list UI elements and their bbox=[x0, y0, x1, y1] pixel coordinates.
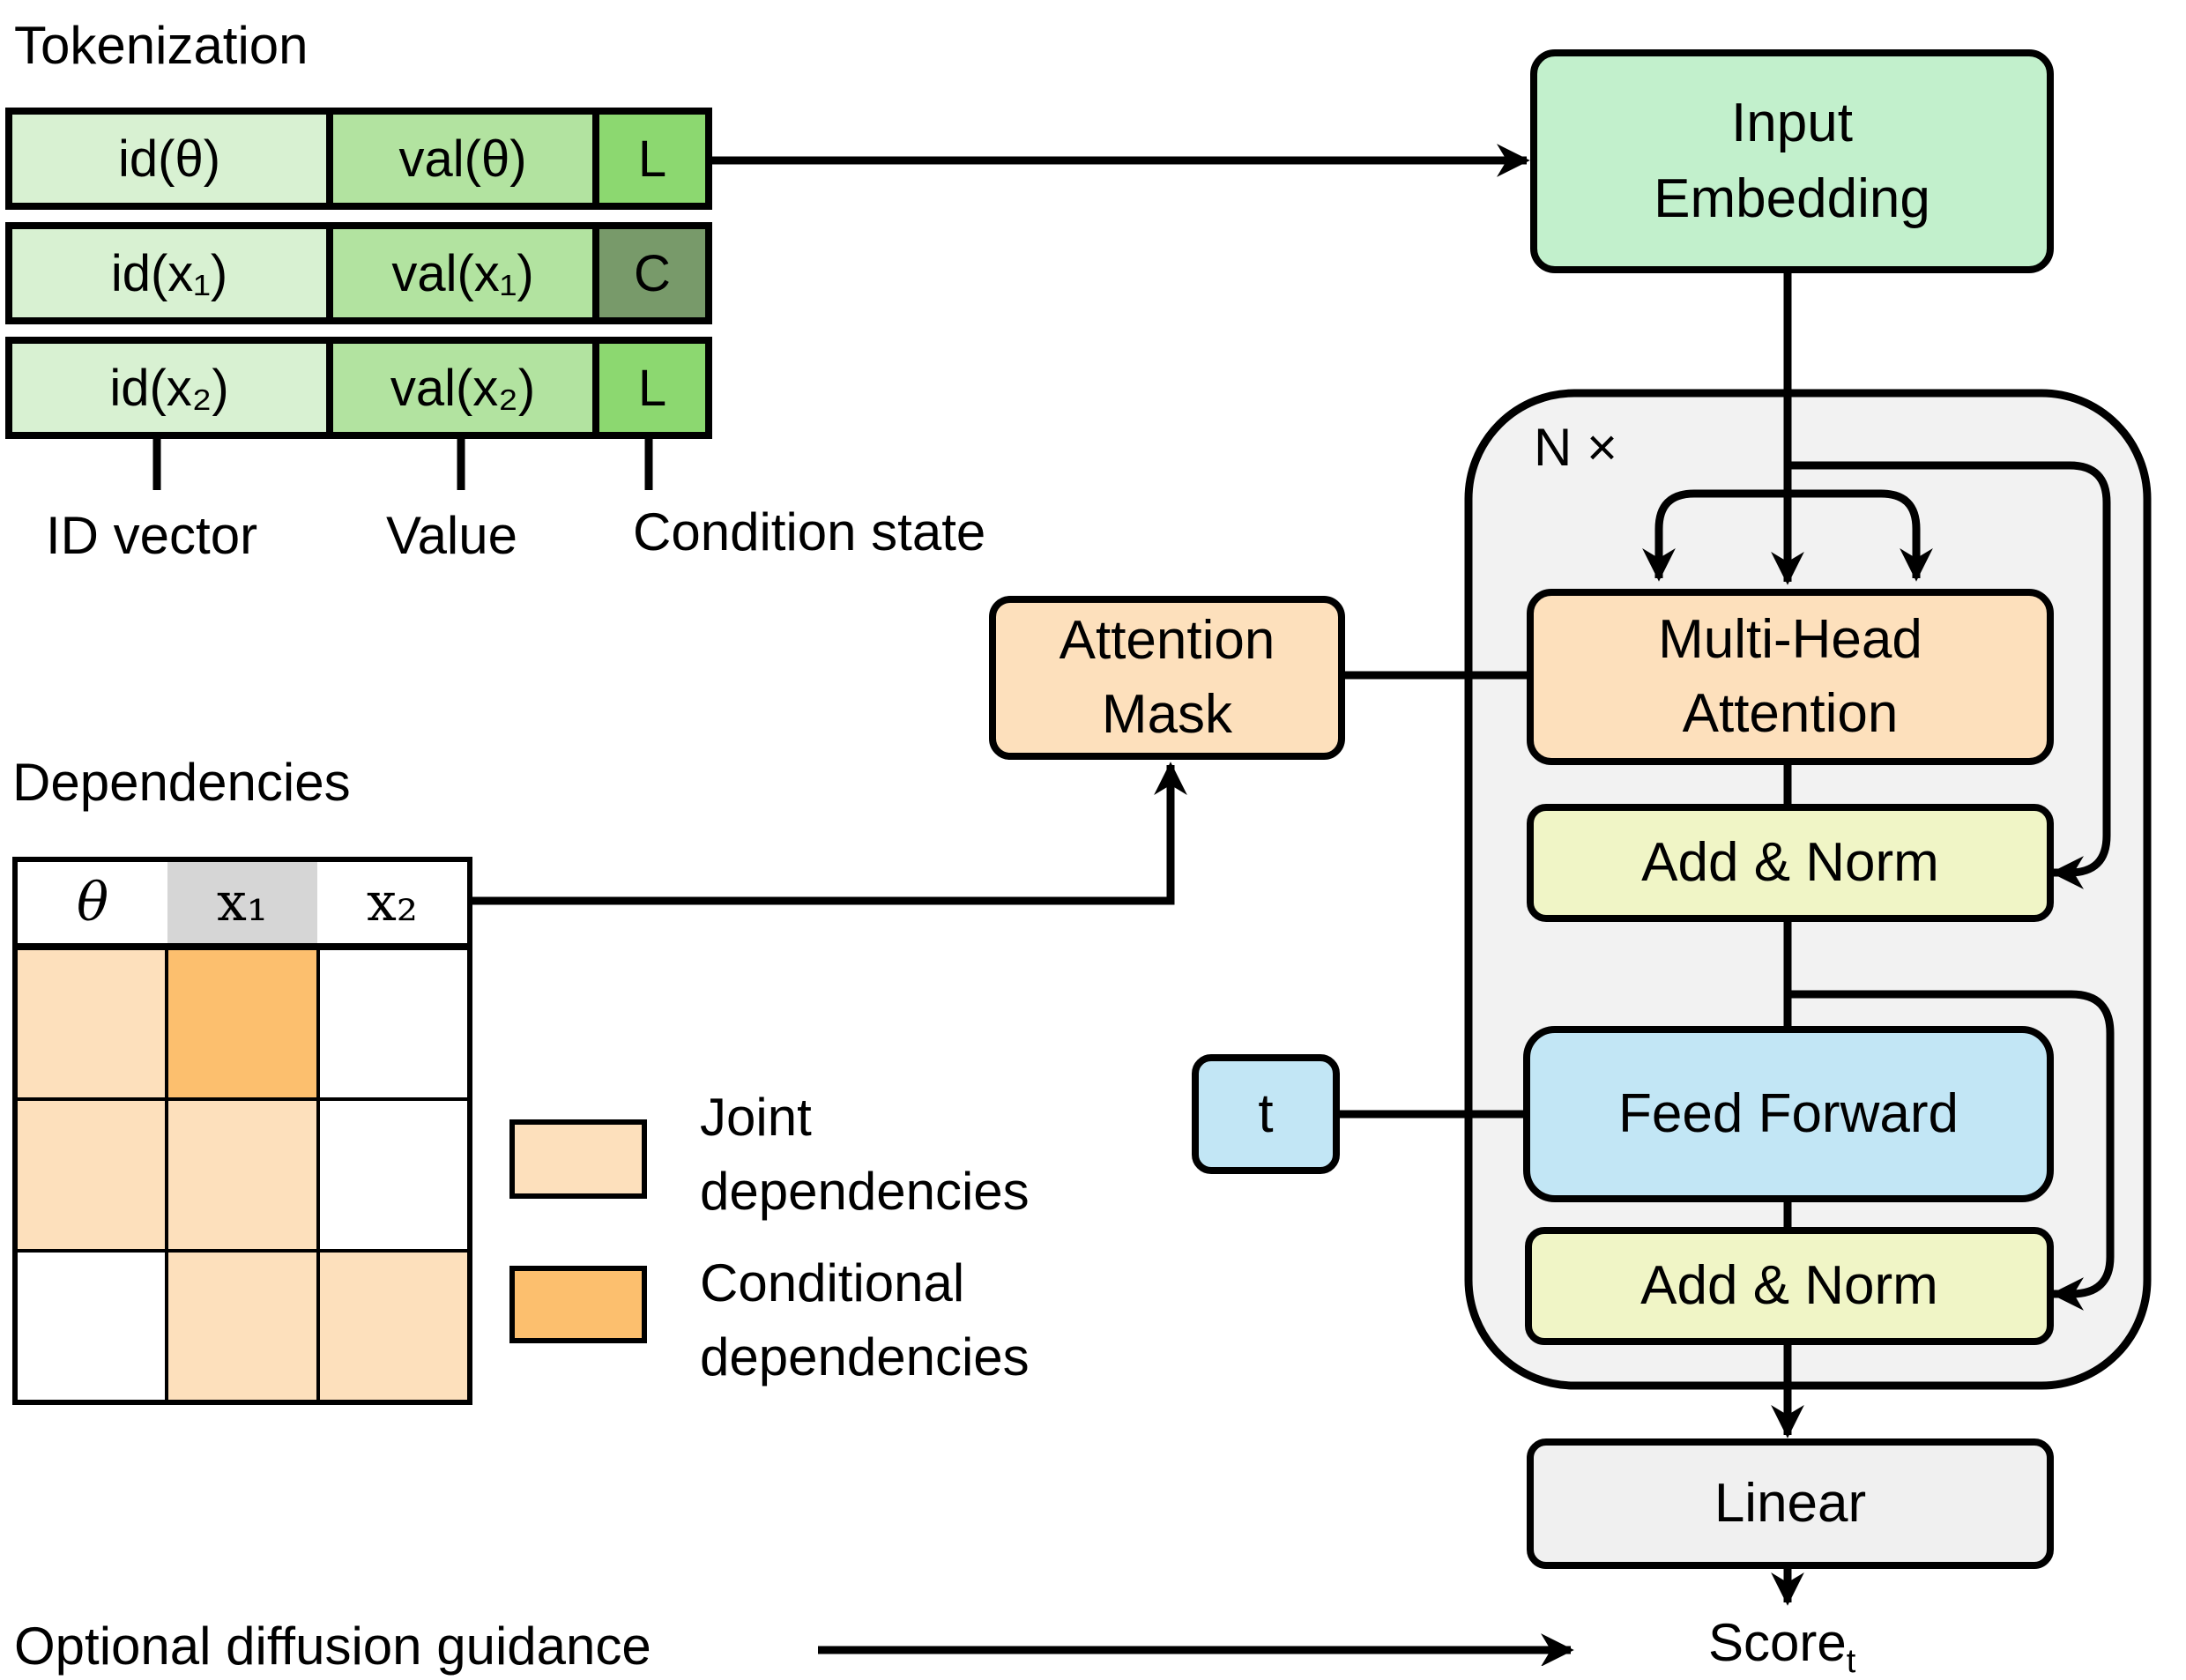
matrix-cell-empty bbox=[16, 1250, 167, 1401]
matrix-cell-joint bbox=[16, 948, 167, 1100]
token-state-cell: L bbox=[592, 344, 705, 432]
score-subscript: t bbox=[1846, 1643, 1856, 1680]
input-embedding-block: Input Embedding bbox=[1530, 49, 2054, 273]
matrix-cell-joint bbox=[167, 1250, 318, 1401]
token-state-cell: C bbox=[592, 229, 705, 317]
token-row-x2: id(x₂) val(x₂) L bbox=[5, 337, 712, 439]
score-output: Scoret bbox=[1708, 1617, 1856, 1680]
token-state-cell: L bbox=[592, 115, 705, 203]
header-x1: x₁ bbox=[167, 862, 317, 943]
legend-joint-swatch bbox=[509, 1119, 647, 1199]
branch-arc-left bbox=[1642, 489, 1788, 582]
residual-2 bbox=[1788, 990, 2115, 1311]
token-row-theta: id(θ) val(θ) L bbox=[5, 108, 712, 210]
matrix-cell-joint bbox=[16, 1099, 167, 1251]
token-value-cell: val(θ) bbox=[326, 115, 592, 203]
legend-conditional-label: Conditional dependencies bbox=[700, 1253, 1030, 1386]
token-row-x1: id(x₁) val(x₁) C bbox=[5, 222, 712, 324]
dependencies-title: Dependencies bbox=[12, 753, 351, 812]
matrix-cell-empty bbox=[317, 1099, 469, 1251]
add-norm-block: Add & Norm bbox=[1525, 1227, 2054, 1345]
linear-block: Linear bbox=[1527, 1438, 2054, 1569]
dependencies-to-mask-arrow bbox=[469, 762, 1187, 905]
token-id-cell: id(x₁) bbox=[12, 229, 326, 317]
condition-state-label: Condition state bbox=[633, 502, 986, 561]
dependency-header: θ x₁ x₂ bbox=[12, 857, 472, 948]
residual-1 bbox=[1788, 461, 2111, 889]
timestep-block: t bbox=[1192, 1054, 1340, 1174]
score-label: Score bbox=[1708, 1613, 1847, 1672]
matrix-cell-empty bbox=[317, 948, 469, 1100]
token-value-cell: val(x₁) bbox=[326, 229, 592, 317]
matrix-cell-joint bbox=[317, 1250, 469, 1401]
feed-forward-block: Feed Forward bbox=[1523, 1026, 2054, 1202]
header-theta: θ bbox=[76, 872, 109, 933]
multi-head-attention-block: Multi-Head Attention bbox=[1527, 589, 2054, 765]
tokenization-title: Tokenization bbox=[14, 16, 309, 75]
attention-mask-block: Attention Mask bbox=[989, 596, 1345, 760]
branch-arc-right bbox=[1788, 489, 1933, 582]
legend-conditional-swatch bbox=[509, 1266, 647, 1343]
add-norm-block: Add & Norm bbox=[1527, 804, 2054, 922]
guidance-label: Optional diffusion guidance bbox=[14, 1617, 651, 1676]
dependency-matrix bbox=[12, 945, 472, 1405]
token-id-cell: id(θ) bbox=[12, 115, 326, 203]
header-x2: x₂ bbox=[367, 872, 418, 933]
token-value-cell: val(x₂) bbox=[326, 344, 592, 432]
value-label: Value bbox=[386, 506, 518, 565]
matrix-cell-joint bbox=[167, 1099, 318, 1251]
legend-joint-label: Joint dependencies bbox=[700, 1088, 1030, 1221]
token-id-cell: id(x₂) bbox=[12, 344, 326, 432]
matrix-cell-conditional bbox=[167, 948, 318, 1100]
repeat-label: N × bbox=[1534, 418, 1618, 477]
id-vector-label: ID vector bbox=[46, 506, 258, 565]
